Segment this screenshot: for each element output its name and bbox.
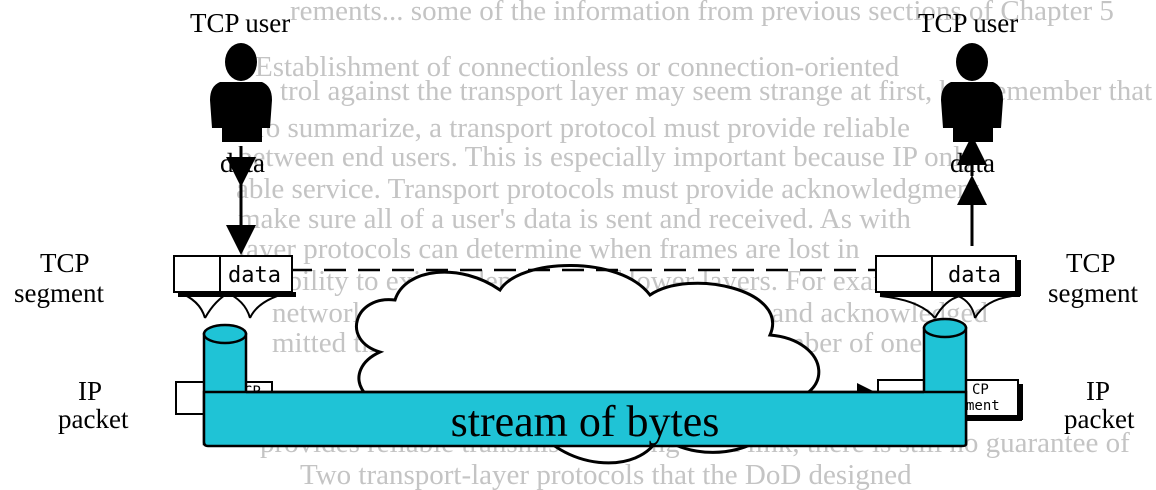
stream-of-bytes-label: stream of bytes xyxy=(451,397,720,446)
right-tcp-user: TCP user data xyxy=(918,8,1018,246)
bg-line-5: between end users. This is especially im… xyxy=(238,141,976,173)
right-person-icon xyxy=(941,43,1003,142)
right-segment-label-line2: segment xyxy=(1048,278,1138,308)
left-packet-label-line1: IP xyxy=(78,376,102,406)
left-segment-brace xyxy=(177,291,291,319)
left-pipe-opening xyxy=(202,323,248,345)
right-packet-inner-line1: CP xyxy=(972,382,989,398)
right-user-label: TCP user xyxy=(918,8,1018,38)
left-person-icon xyxy=(210,43,272,142)
bg-line-7: make sure all of a user's data is sent a… xyxy=(238,203,911,235)
right-pipe-opening xyxy=(922,317,968,339)
right-pipe-joint xyxy=(926,394,964,444)
right-packet-label-line2: packet xyxy=(1064,404,1135,434)
right-segment-label-line1: TCP xyxy=(1066,248,1116,278)
bg-line-1: rements... some of the information from … xyxy=(290,0,1114,27)
right-packet-label-line1: IP xyxy=(1086,376,1110,406)
bg-line-2: Establishment of connectionless or conne… xyxy=(255,51,900,83)
left-segment-data-text: data xyxy=(228,263,281,288)
right-segment-brace xyxy=(879,295,1013,319)
left-data-label: data xyxy=(220,148,265,178)
left-packet-label-line2: packet xyxy=(58,404,129,434)
right-segment-data-text: data xyxy=(948,263,1001,288)
right-tcp-segment: TCP segment data xyxy=(875,248,1138,319)
left-tcp-segment: TCP segment data xyxy=(14,248,296,319)
bg-line-3: trol against the transport layer may see… xyxy=(280,75,1152,107)
left-tcp-user: TCP user data xyxy=(190,8,290,255)
bg-line-6: able service. Transport protocols must p… xyxy=(236,173,979,205)
left-segment-label-line1: TCP xyxy=(40,248,90,278)
left-pipe-joint xyxy=(206,394,244,444)
right-packet-inner-line2: ment xyxy=(966,398,1000,414)
left-user-label: TCP user xyxy=(190,8,290,38)
horizontal-pipe xyxy=(202,390,968,448)
bg-line-4: To summarize, a transport protocol must … xyxy=(250,112,910,144)
bg-line-8: layer protocols can determine when frame… xyxy=(238,233,860,265)
byte-stream-pipe: stream of bytes xyxy=(202,317,968,448)
left-segment-label-line2: segment xyxy=(14,278,104,308)
background-page-text: rements... some of the information from … xyxy=(236,0,1152,490)
